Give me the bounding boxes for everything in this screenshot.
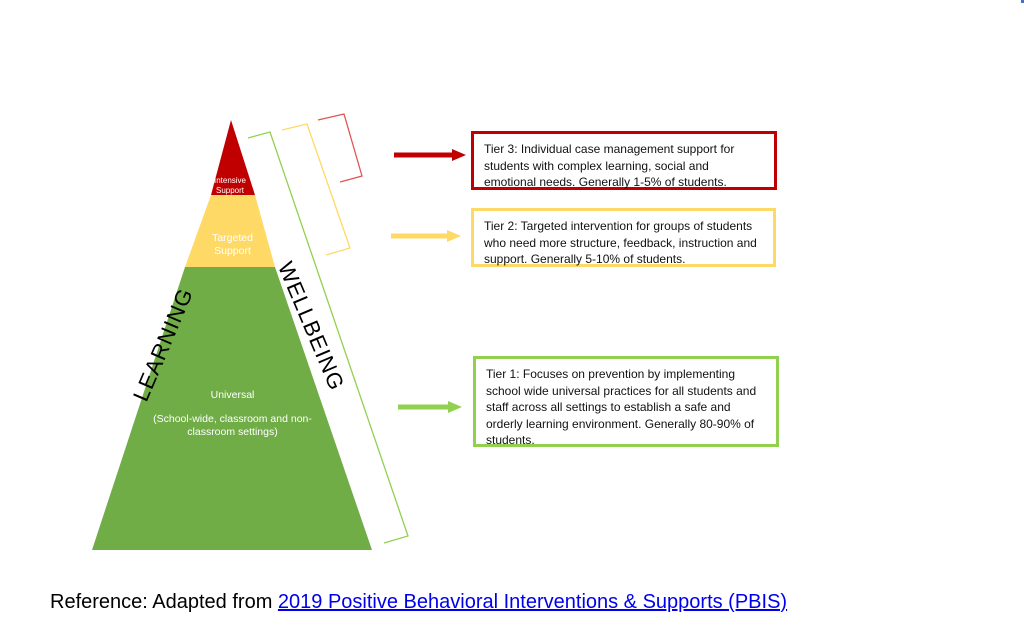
universal-label-group: Universal (School-wide, classroom and no… xyxy=(140,389,325,439)
bracket-tier1 xyxy=(247,131,409,544)
arrow-tier1 xyxy=(398,401,462,413)
tier2-description: Tier 2: Targeted intervention for groups… xyxy=(471,208,776,267)
arrow-tier2 xyxy=(391,230,461,242)
bracket-tier2 xyxy=(281,123,351,256)
bracket-tier3 xyxy=(317,113,363,183)
reference-line: Reference: Adapted from 2019 Positive Be… xyxy=(50,591,787,614)
targeted-support-label: Targeted Support xyxy=(212,232,253,257)
universal-label: Universal xyxy=(210,389,255,401)
pyramid-tier-universal xyxy=(92,267,372,550)
arrow-tier3 xyxy=(394,149,466,161)
tier1-description: Tier 1: Focuses on prevention by impleme… xyxy=(473,356,779,447)
pbis-reference-link[interactable]: 2019 Positive Behavioral Interventions &… xyxy=(277,591,788,613)
intensive-support-label: Intensive Support xyxy=(213,176,247,195)
pyramid-tier-intensive xyxy=(211,120,255,195)
reference-prefix: Reference: Adapted from xyxy=(50,591,278,613)
universal-detail: (School-wide, classroom and non-classroo… xyxy=(153,413,312,438)
tier3-description: Tier 3: Individual case management suppo… xyxy=(471,131,777,190)
pyramid-tier-targeted xyxy=(185,195,275,267)
corner-marker xyxy=(1021,0,1024,3)
